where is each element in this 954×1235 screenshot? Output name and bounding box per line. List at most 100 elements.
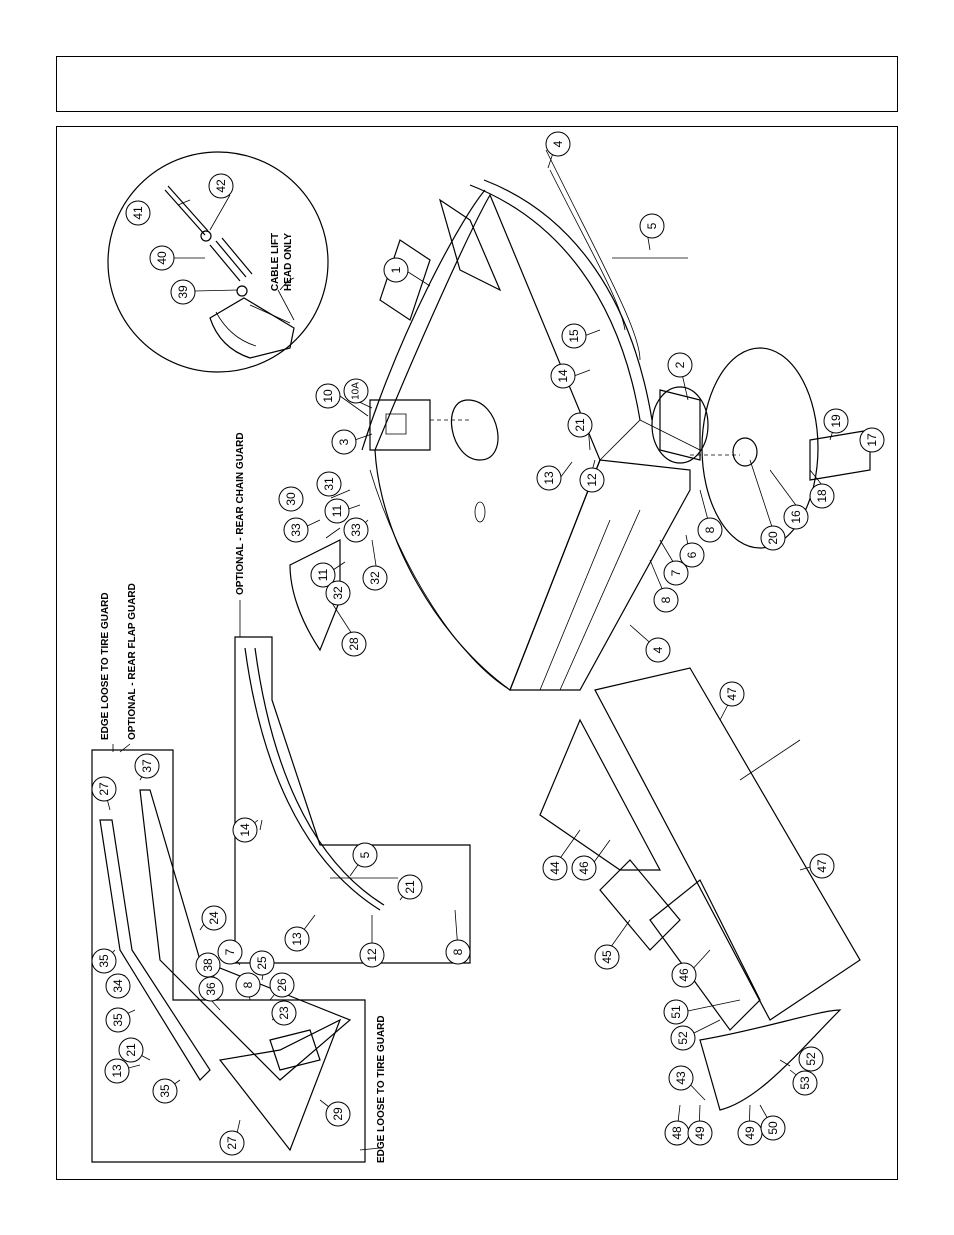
- callout-36: 36: [198, 976, 224, 1002]
- callout-25: 25: [249, 950, 275, 976]
- callout-10a: 10A: [343, 378, 369, 404]
- callout-32b: 32: [362, 565, 388, 591]
- callout-5b: 5: [352, 842, 378, 868]
- svg-text:6: 6: [685, 551, 699, 558]
- blade-disc: [701, 347, 871, 549]
- svg-text:52: 52: [804, 1052, 818, 1066]
- svg-text:12: 12: [585, 473, 599, 487]
- svg-text:32: 32: [368, 571, 382, 585]
- svg-text:49: 49: [693, 1126, 707, 1140]
- svg-text:43: 43: [674, 1071, 688, 1085]
- svg-text:2: 2: [673, 361, 687, 368]
- svg-text:37: 37: [140, 759, 154, 773]
- svg-text:14: 14: [556, 369, 570, 383]
- svg-text:7: 7: [223, 948, 237, 955]
- svg-text:21: 21: [124, 1043, 138, 1057]
- callout-43: 43: [668, 1065, 694, 1091]
- svg-text:33: 33: [349, 523, 363, 537]
- callout-26: 26: [269, 972, 295, 998]
- svg-text:45: 45: [600, 950, 614, 964]
- svg-text:48: 48: [670, 1126, 684, 1140]
- rear-flap-guard-box: [91, 749, 366, 1163]
- callout-51: 51: [663, 999, 689, 1025]
- callout-47b: 47: [809, 853, 835, 879]
- callout-48: 48: [664, 1120, 690, 1146]
- svg-text:10: 10: [321, 389, 335, 403]
- svg-text:52: 52: [676, 1031, 690, 1045]
- chain: [330, 257, 688, 879]
- callout-37: 37: [134, 753, 160, 779]
- callout-52b: 52: [798, 1046, 824, 1072]
- callout-20: 20: [760, 525, 786, 551]
- svg-text:8: 8: [451, 948, 465, 955]
- callout-21b: 21: [397, 874, 423, 900]
- bracket-28: [289, 539, 341, 652]
- svg-text:16: 16: [789, 510, 803, 524]
- callout-14b: 14: [232, 817, 258, 843]
- callout-52a: 52: [670, 1025, 696, 1051]
- svg-text:42: 42: [214, 179, 228, 193]
- svg-text:23: 23: [277, 1006, 291, 1020]
- callout-1: 1: [383, 257, 409, 283]
- callout-40: 40: [149, 245, 175, 271]
- svg-text:34: 34: [111, 979, 125, 993]
- svg-text:8: 8: [659, 596, 673, 603]
- callout-29: 29: [325, 1101, 351, 1127]
- callout-42: 42: [208, 173, 234, 199]
- svg-text:24: 24: [207, 911, 221, 925]
- svg-text:10A: 10A: [351, 382, 362, 400]
- svg-text:49: 49: [743, 1126, 757, 1140]
- svg-text:44: 44: [548, 861, 562, 875]
- callout-6: 6: [679, 542, 705, 568]
- svg-text:13: 13: [542, 471, 556, 485]
- svg-text:53: 53: [798, 1076, 812, 1090]
- svg-text:29: 29: [331, 1107, 345, 1121]
- svg-text:27: 27: [225, 1136, 239, 1150]
- svg-text:47: 47: [725, 687, 739, 701]
- svg-text:38: 38: [201, 958, 215, 972]
- svg-text:35: 35: [158, 1084, 172, 1098]
- svg-text:51: 51: [669, 1005, 683, 1019]
- callout-45: 45: [594, 944, 620, 970]
- callout-27a: 27: [91, 776, 117, 802]
- callout-4a: 4: [545, 131, 571, 157]
- rear-flap-guard-note: OPTIONAL - REAR FLAP GUARD: [127, 583, 138, 740]
- callout-49a: 49: [687, 1120, 713, 1146]
- callout-8b: 8: [653, 587, 679, 613]
- svg-text:3: 3: [337, 438, 351, 445]
- cable-lift-note: CABLE LIFT HEAD ONLY: [270, 233, 294, 291]
- callout-2: 2: [667, 352, 693, 378]
- svg-text:7: 7: [669, 569, 683, 576]
- callout-23: 23: [271, 1000, 297, 1026]
- svg-text:47: 47: [815, 859, 829, 873]
- svg-text:5: 5: [358, 851, 372, 858]
- svg-text:18: 18: [815, 489, 829, 503]
- callout-3: 3: [331, 429, 357, 455]
- callout-7a: 7: [663, 560, 689, 586]
- rear-chain-guard-box: [234, 636, 471, 964]
- svg-text:20: 20: [766, 531, 780, 545]
- callout-21c: 21: [118, 1037, 144, 1063]
- callout-21a: 21: [567, 412, 593, 438]
- svg-text:46: 46: [577, 861, 591, 875]
- svg-text:33: 33: [289, 523, 303, 537]
- svg-text:8: 8: [703, 526, 717, 533]
- callout-17: 17: [859, 427, 885, 453]
- callout-31: 31: [316, 471, 342, 497]
- svg-text:4: 4: [651, 646, 665, 653]
- cable-lift-line-2: HEAD ONLY: [283, 233, 294, 291]
- svg-text:11: 11: [316, 568, 330, 581]
- svg-text:15: 15: [567, 329, 581, 343]
- svg-text:13: 13: [290, 932, 304, 946]
- callout-53: 53: [792, 1070, 818, 1096]
- svg-text:5: 5: [645, 222, 659, 229]
- callout-33a: 33: [283, 517, 309, 543]
- callout-11b: 11: [310, 562, 336, 588]
- callout-35c: 35: [152, 1078, 178, 1104]
- svg-text:21: 21: [573, 418, 587, 432]
- callout-41: 41: [125, 200, 151, 226]
- callout-16: 16: [783, 504, 809, 530]
- edge-loose-note-top: EDGE LOOSE TO TIRE GUARD: [100, 592, 111, 740]
- callout-46b: 46: [671, 962, 697, 988]
- edge-loose-note-bottom: EDGE LOOSE TO TIRE GUARD: [376, 1015, 387, 1163]
